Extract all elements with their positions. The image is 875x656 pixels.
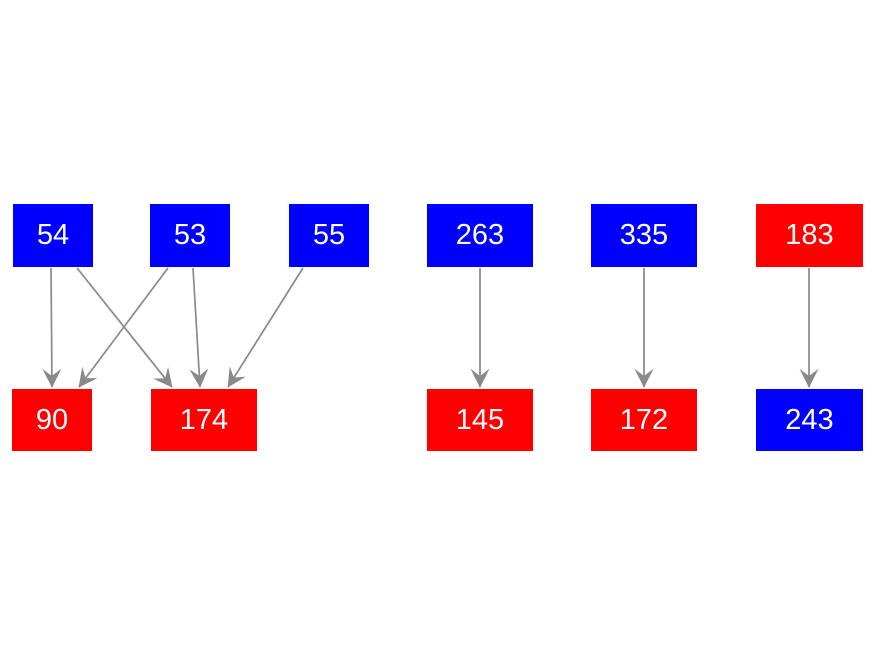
edge-55-174 — [227, 267, 304, 388]
graph-node-172: 172 — [591, 389, 697, 451]
graph-node-54: 54 — [13, 204, 93, 267]
node-label: 55 — [312, 219, 346, 251]
node-label: 90 — [35, 403, 69, 436]
edge-53-90 — [78, 267, 169, 388]
node-label: 54 — [36, 219, 70, 251]
node-label: 53 — [173, 219, 207, 251]
edge-54-90 — [42, 267, 62, 388]
graph-node-145: 145 — [427, 389, 533, 451]
node-label: 243 — [785, 403, 834, 436]
graph-node-263: 263 — [427, 204, 533, 267]
graph-node-55: 55 — [289, 204, 369, 267]
edge-53-174 — [189, 267, 209, 388]
graph-node-53: 53 — [150, 204, 230, 267]
node-label: 335 — [619, 219, 669, 251]
node-label: 174 — [179, 403, 229, 436]
graph-node-335: 335 — [591, 204, 697, 267]
node-label: 145 — [455, 403, 505, 436]
graph-node-90: 90 — [12, 389, 92, 451]
graph-node-183: 183 — [756, 204, 863, 267]
graph-node-174: 174 — [151, 389, 257, 451]
graph-node-243: 243 — [756, 389, 863, 451]
node-label: 263 — [455, 219, 505, 251]
node-label: 172 — [619, 403, 669, 436]
node-label: 183 — [785, 219, 834, 251]
